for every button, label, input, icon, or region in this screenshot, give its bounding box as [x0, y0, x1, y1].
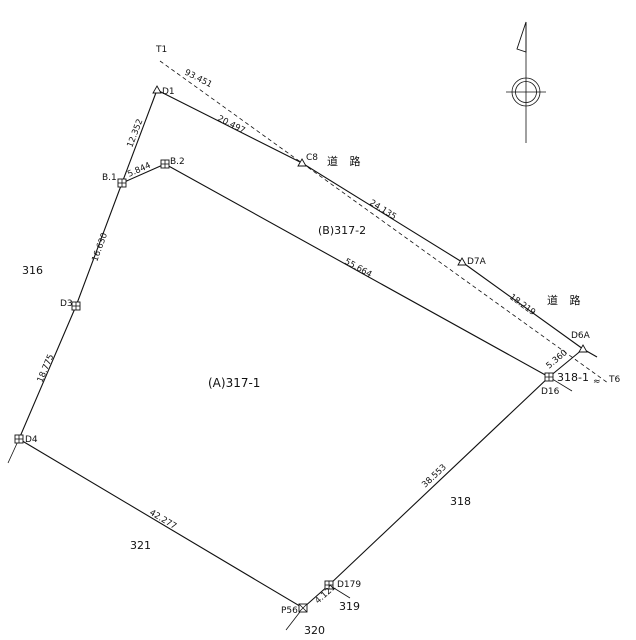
point-label-d3: D3: [60, 299, 73, 309]
point-label-b2: B.2: [170, 157, 185, 167]
lot-label-bottom-mid: 319: [339, 600, 360, 613]
point-label-t1: T1: [155, 45, 167, 55]
distance-b1-b2: 5.844: [126, 161, 152, 180]
lot-label-main: (A)317-1: [208, 376, 260, 390]
distance-d1-b1: 12.352: [125, 118, 145, 149]
road-label-top: 道 路: [327, 154, 365, 168]
distance-d1-c8: 20.497: [216, 114, 247, 136]
point-label-d1: D1: [162, 87, 175, 97]
svg-text:≈: ≈: [593, 377, 601, 387]
point-label-d7a: D7A: [467, 257, 487, 267]
distance-d7a-d6a: 18.219: [507, 292, 537, 318]
lot-label-right-small: 318-1: [557, 371, 589, 384]
distance-d4-p56: 42.277: [147, 508, 178, 532]
point-label-d16: D16: [541, 387, 560, 397]
point-markers: ≈: [14, 85, 601, 613]
point-label-d4: D4: [25, 435, 38, 445]
road-boundary-line: [156, 89, 584, 350]
lot-label-left: 316: [22, 264, 43, 277]
point-label-c8: C8: [306, 153, 318, 163]
point-label-d6a: D6A: [571, 331, 591, 341]
reference-line-t1-t6: [159, 60, 609, 384]
distance-d6a-d16: 5.360: [545, 348, 570, 371]
distance-b1-d3: 16.630: [90, 232, 110, 263]
distance-b2-d16: 55.664: [343, 257, 374, 280]
distance-d3-d4: 18.775: [36, 353, 57, 384]
road-label-right: 道 路: [547, 293, 585, 307]
point-label-d179: D179: [337, 580, 361, 590]
lot-label-bottom: 320: [304, 624, 325, 637]
lot-label-upper: (B)317-2: [318, 224, 366, 237]
lot-label-right: 318: [450, 495, 471, 508]
point-label-t6: T6: [608, 375, 620, 385]
distance-c8-d7a: 24.135: [367, 198, 398, 222]
point-label-p56: P56: [281, 606, 298, 616]
distance-t1-c8: 93.451: [183, 68, 214, 90]
point-label-b1: B.1: [102, 173, 117, 183]
lot-label-bottom-left: 321: [130, 539, 151, 552]
north-arrow-icon: [506, 21, 546, 143]
lot-317-1-boundary: [18, 163, 550, 609]
